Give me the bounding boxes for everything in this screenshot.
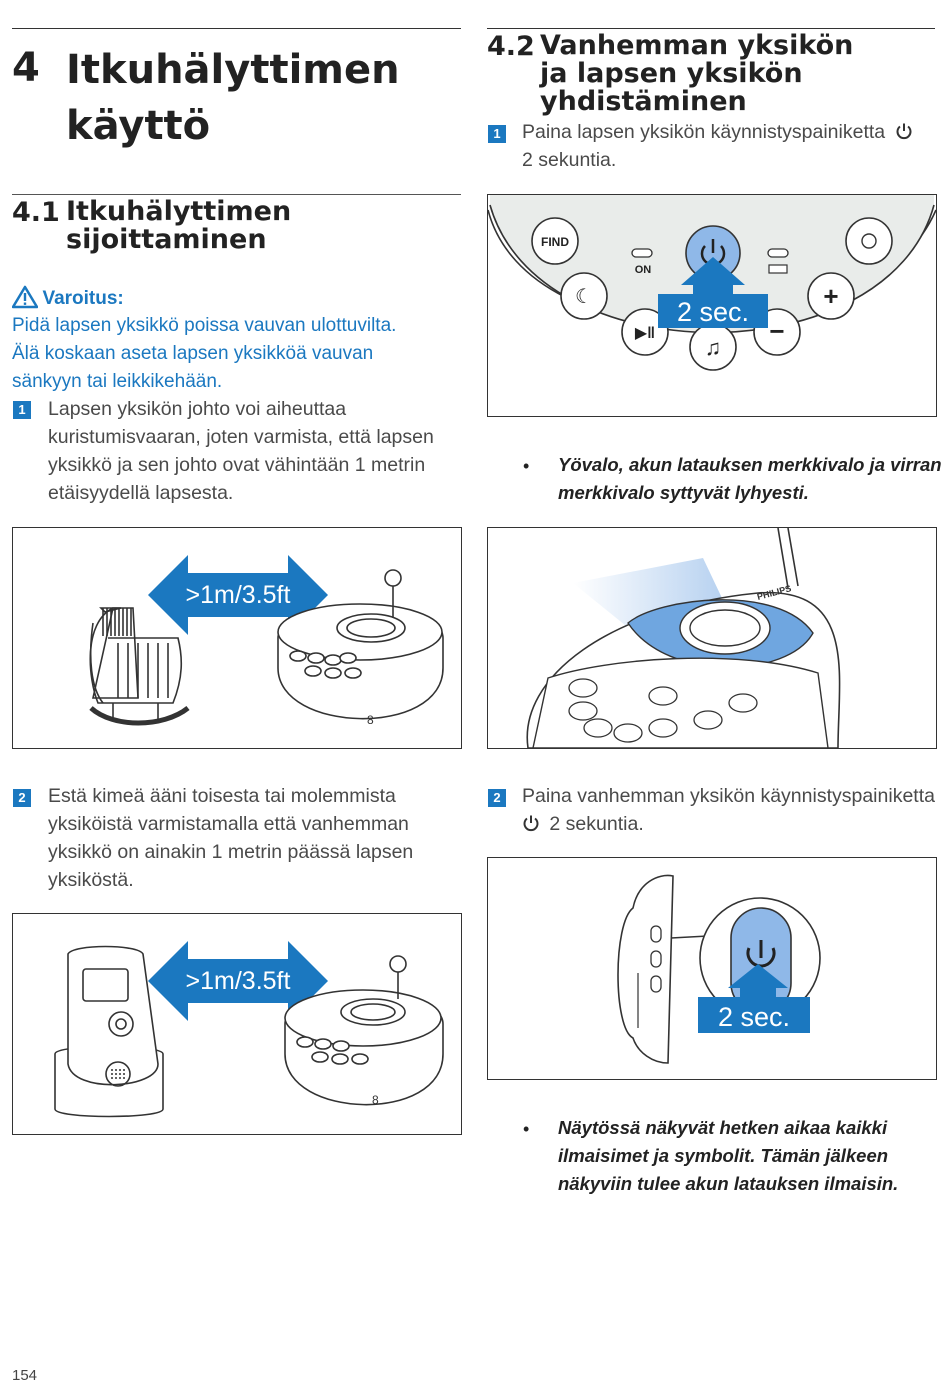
parent-hold-box (698, 997, 810, 1033)
minus-icon: − (769, 316, 784, 346)
distance-label-1: >1m/3.5ft (186, 581, 291, 609)
step-4-2-2-line1: Paina vanhemman yksikön käynnistyspainik… (522, 785, 935, 807)
step1-line-1: Lapsen yksikön johto voi aiheuttaa (48, 398, 347, 420)
svg-text:8: 8 (367, 713, 374, 727)
step2-line-2: yksiköistä varmistamalla että vanhemman (48, 813, 409, 835)
section-4-1-number: 4.1 (12, 197, 60, 228)
step-4-2-1-text: Paina lapsen yksikön käynnistyspainikett… (522, 121, 886, 143)
figure-baby-unit-lit: PHILIPS (487, 527, 937, 749)
light-icon (861, 233, 877, 249)
parent-hold-label: 2 sec. (718, 1002, 790, 1032)
svg-text:8: 8 (372, 1093, 379, 1107)
crib-distance-illustration: >1m/3.5ft 8 (89, 555, 444, 727)
parent-press-arrow (728, 964, 788, 998)
section-4-2-number: 4.2 (487, 31, 535, 62)
bullet2-line3: näkyviin tulee akun latauksen ilmaisin. (558, 1173, 899, 1194)
chapter-number: 4 (12, 45, 40, 91)
bullet1-line2: merkkivalo syttyvät lyhyesti. (558, 482, 809, 503)
section-4-2-title-line2: ja lapsen yksikön (540, 58, 803, 89)
battery-icon (768, 264, 788, 274)
step-badge-4-2-1: 1 (488, 125, 506, 143)
control-panel-illustration: FIND ☾ ▶‖ ♫ − + ON 2 sec. (488, 195, 936, 371)
step1-line-2: kuristumisvaaran, joten varmista, että l… (48, 426, 434, 448)
play-pause-button (621, 308, 669, 356)
distance-arrow-2 (148, 941, 328, 1021)
find-label: FIND (541, 235, 569, 249)
press-arrow (681, 257, 745, 295)
bullet-dot-2: • (523, 1119, 530, 1139)
music-icon: ♫ (705, 335, 722, 360)
section-4-2-title-line1: Vanhemman yksikön (540, 30, 854, 61)
step1-line-3: yksikkö ja sen johto ovat vähintään 1 me… (48, 454, 426, 476)
figure-parent-power: 2 sec. (487, 857, 937, 1080)
on-label: ON (635, 264, 652, 276)
baby-unit-drawing-2: 8 (284, 955, 444, 1107)
warning-line-1: Pidä lapsen yksikkö poissa vauvan ulottu… (12, 315, 397, 336)
hold-label: 2 sec. (677, 297, 749, 327)
distance-label-2: >1m/3.5ft (186, 967, 291, 995)
figure-crib-distance: >1m/3.5ft 8 (12, 527, 462, 749)
section-4-2-title-line3: yhdistäminen (540, 86, 747, 117)
step-4-2-2-line2: 2 sekuntia. (522, 810, 644, 838)
step2-line-4: yksiköstä. (48, 869, 134, 891)
section-4-2-rule (487, 28, 935, 29)
power-icon-2 (523, 815, 539, 832)
plus-button (807, 272, 855, 320)
step-badge-4-2-2: 2 (488, 789, 506, 807)
step-badge-1: 1 (13, 401, 31, 419)
night-light-button (560, 272, 608, 320)
step-4-2-1-line1: Paina lapsen yksikön käynnistyspainikett… (522, 118, 913, 146)
section-4-1-title-line2: sijoittaminen (66, 224, 267, 255)
plus-icon: + (823, 281, 838, 311)
chapter-title-line2: käyttö (66, 103, 211, 149)
cradle-drawing (89, 607, 190, 726)
power-led (631, 248, 653, 258)
parent-power-icon (746, 947, 776, 968)
bullet2-line2: ilmaisimet ja symbolit. Tämän jälkeen (558, 1145, 889, 1166)
step2-line-3: yksikkö on ainakin 1 metrin päässä lapse… (48, 841, 414, 863)
night-light-icon: ☾ (575, 286, 593, 308)
warning-icon (11, 285, 39, 309)
step-4-2-2-duration: 2 sekuntia. (549, 813, 644, 835)
power-icon (896, 123, 912, 140)
hold-label-box (658, 294, 768, 328)
distance-arrow (148, 555, 328, 635)
parent-unit-drawing (54, 945, 164, 1118)
units-distance-illustration: >1m/3.5ft 8 (54, 941, 444, 1118)
step-badge-2: 2 (13, 789, 31, 807)
step-4-2-1-line2: 2 sekuntia. (522, 149, 617, 171)
parent-power-illustration: 2 sec. (617, 874, 821, 1064)
warning-line-2: Älä koskaan aseta lapsen yksikköä vauvan (12, 343, 374, 364)
parent-unit-side (617, 874, 674, 1064)
light-button (845, 217, 893, 265)
find-button (531, 217, 579, 265)
play-pause-icon: ▶‖ (635, 325, 655, 342)
step1-line-4: etäisyydellä lapsesta. (48, 482, 234, 504)
battery-led (767, 248, 789, 258)
chapter-top-rule (12, 28, 461, 29)
baby-unit-lit-illustration: PHILIPS (526, 528, 841, 748)
figure-units-distance: >1m/3.5ft 8 (12, 913, 462, 1135)
section-4-1-rule (12, 194, 461, 195)
bullet-dot-1: • (523, 456, 530, 476)
page-number: 154 (12, 1367, 38, 1384)
chapter-title-line1: Itkuhälyttimen (66, 47, 400, 93)
figure-control-panel: FIND ☾ ▶‖ ♫ − + ON 2 sec. (487, 194, 937, 417)
baby-unit-drawing: 8 (277, 569, 444, 727)
section-4-1-title-line1: Itkuhälyttimen (66, 196, 292, 227)
bullet2-line1: Näytössä näkyvät hetken aikaa kaikki (558, 1117, 888, 1138)
warning-line-3: sänkyyn tai leikkikehään. (12, 371, 223, 392)
bullet1-line1: Yövalo, akun latauksen merkkivalo ja vir… (558, 454, 942, 475)
warning-block: Varoitus: (11, 285, 452, 310)
warning-title: Varoitus: (42, 288, 124, 309)
step2-line-1: Estä kimeä ääni toisesta tai molemmista (48, 785, 396, 807)
